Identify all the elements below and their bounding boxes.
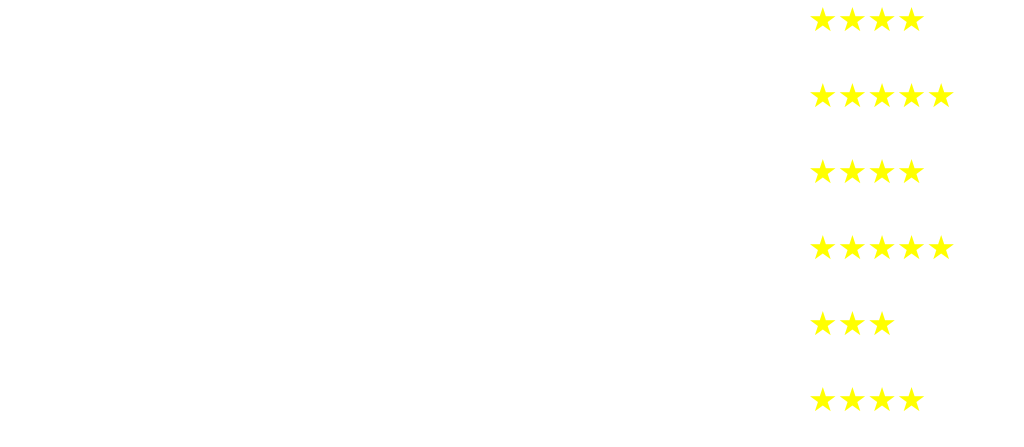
star-icon: ★ — [867, 151, 897, 191]
star-icon: ★ — [837, 151, 868, 191]
star-icon: ★ — [808, 151, 838, 191]
star-icon: ★ — [808, 75, 838, 115]
star-rating: ★★★★ — [808, 379, 926, 419]
star-icon: ★ — [867, 0, 897, 39]
star-icon: ★ — [896, 0, 927, 39]
star-icon: ★ — [837, 303, 868, 343]
star-icon: ★ — [896, 151, 927, 191]
star-icon: ★ — [837, 75, 868, 115]
star-icon: ★ — [867, 227, 897, 267]
star-icon: ★ — [808, 379, 838, 419]
ratings-column: ★★★★ ★★★★★ ★★★★ ★★★★★ ★★★ ★★★★ — [808, 0, 1008, 447]
star-rating: ★★★ — [808, 303, 897, 343]
star-icon: ★ — [867, 379, 897, 419]
star-rating: ★★★★ — [808, 0, 926, 39]
star-icon: ★ — [867, 303, 897, 343]
star-icon: ★ — [926, 227, 956, 267]
star-icon: ★ — [808, 303, 838, 343]
star-icon: ★ — [896, 227, 927, 267]
star-icon: ★ — [808, 227, 838, 267]
star-rating: ★★★★★ — [808, 75, 956, 115]
star-icon: ★ — [896, 75, 927, 115]
star-icon: ★ — [837, 0, 868, 39]
star-icon: ★ — [896, 379, 927, 419]
star-icon: ★ — [837, 227, 868, 267]
star-icon: ★ — [926, 75, 956, 115]
star-rating: ★★★★★ — [808, 227, 956, 267]
star-icon: ★ — [867, 75, 897, 115]
star-icon: ★ — [837, 379, 868, 419]
star-icon: ★ — [808, 0, 838, 39]
star-rating: ★★★★ — [808, 151, 926, 191]
